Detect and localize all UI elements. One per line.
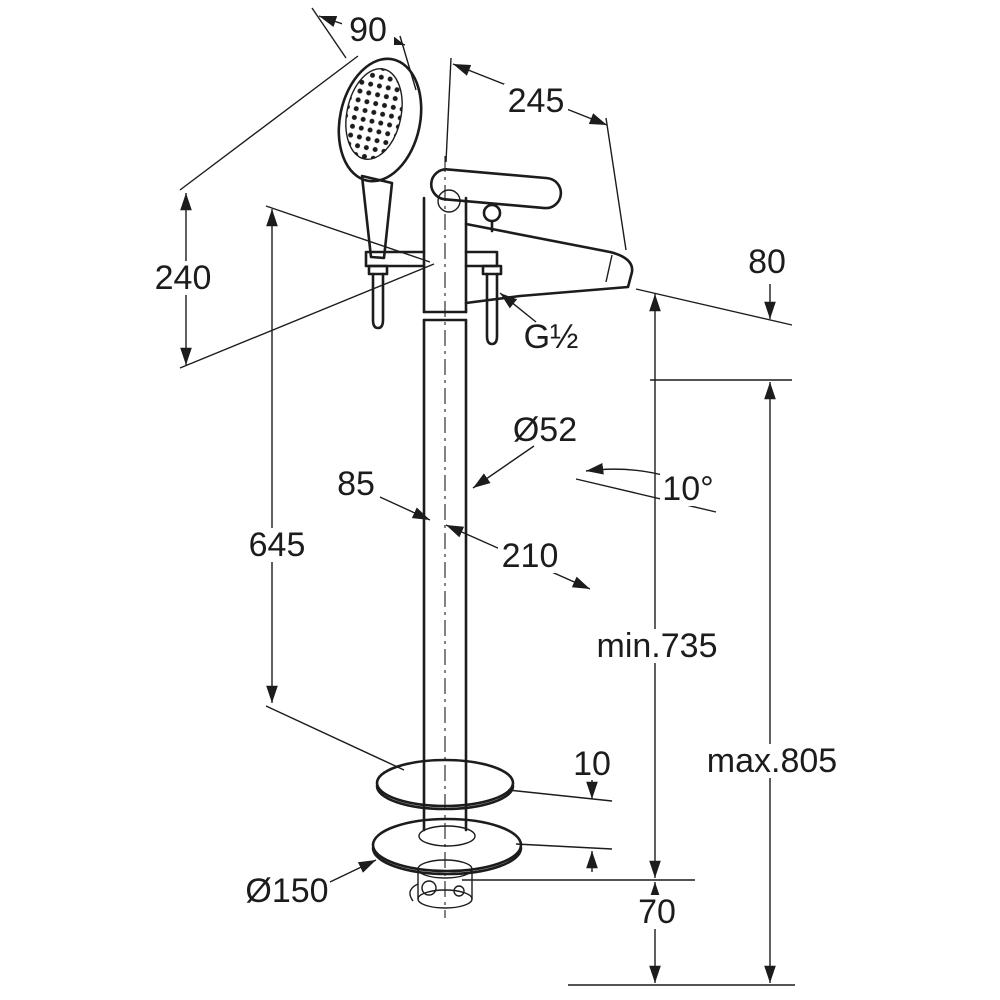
left-inlet-collar [367,264,389,276]
ext-645-bottom [265,705,405,771]
spout [464,222,634,305]
dim-70-label: 70 [638,893,676,931]
ext-645-top [265,205,431,263]
ext-10-top [507,789,613,802]
ext-240-bottom [179,263,435,369]
pipe-diameter-label: Ø52 [513,411,577,449]
dim-10-label: 10 [573,745,611,783]
right-inlet-pin [485,272,499,346]
mounting-bolt-left [421,880,437,896]
dim-90-label: 90 [349,11,387,49]
lever-handle [429,168,563,210]
mounting-hardware [409,859,473,909]
ref-spout-underside [635,288,793,326]
locknut-bottom [417,889,473,909]
max-height-label: max.805 [707,742,837,780]
shower-spray-face [345,67,403,161]
hand-shower [337,57,423,260]
diverter-knob [482,203,502,223]
dimension-labels: 90 245 240 80 G½ Ø52 85 10° 210 645 min.… [155,11,838,931]
base-plates [371,758,523,876]
left-inlet-pin [371,272,385,330]
ext-90-right [399,35,417,91]
right-inlet-collar [481,264,503,276]
mounting-bolt-right [453,885,465,897]
handle-pivot [437,189,461,213]
ext-90-left [311,7,347,59]
leader-base-diameter [329,859,377,883]
ext-240-top [179,55,359,191]
dim-245-label: 245 [508,82,565,120]
dim-210-label: 210 [502,537,559,575]
upper-cover-plate [375,758,515,808]
thread-label: G½ [524,318,579,356]
body-column [422,196,468,314]
upper-plate-thickness [375,784,515,811]
floor-flange [371,817,523,873]
mounting-hook [409,883,419,902]
dim-240-label: 240 [155,259,212,297]
spout-end-cap [605,254,613,283]
dim-645-label: 645 [249,526,306,564]
angle-label: 10° [662,470,713,508]
faucet-body [422,168,634,322]
leader-pipe-diameter [472,445,535,489]
ext-245-right [605,117,627,251]
dim-85-line [379,496,431,521]
label-backgrounds [151,13,845,929]
shower-holder [364,250,503,346]
flange-thickness [371,846,523,876]
holder-crossbar [364,250,499,268]
ext-245-left [445,57,452,163]
base-diameter-label: Ø150 [245,872,328,910]
flange-inner-ring [418,825,476,847]
shower-head [337,57,423,183]
min-height-label: min.735 [597,627,718,665]
leader-thread [499,292,537,323]
shower-handle [360,174,394,260]
dim-80-label: 80 [748,243,786,281]
dim-85-label: 85 [337,465,375,503]
angle-reference-line [575,478,717,513]
ext-10-bottom [515,843,613,850]
